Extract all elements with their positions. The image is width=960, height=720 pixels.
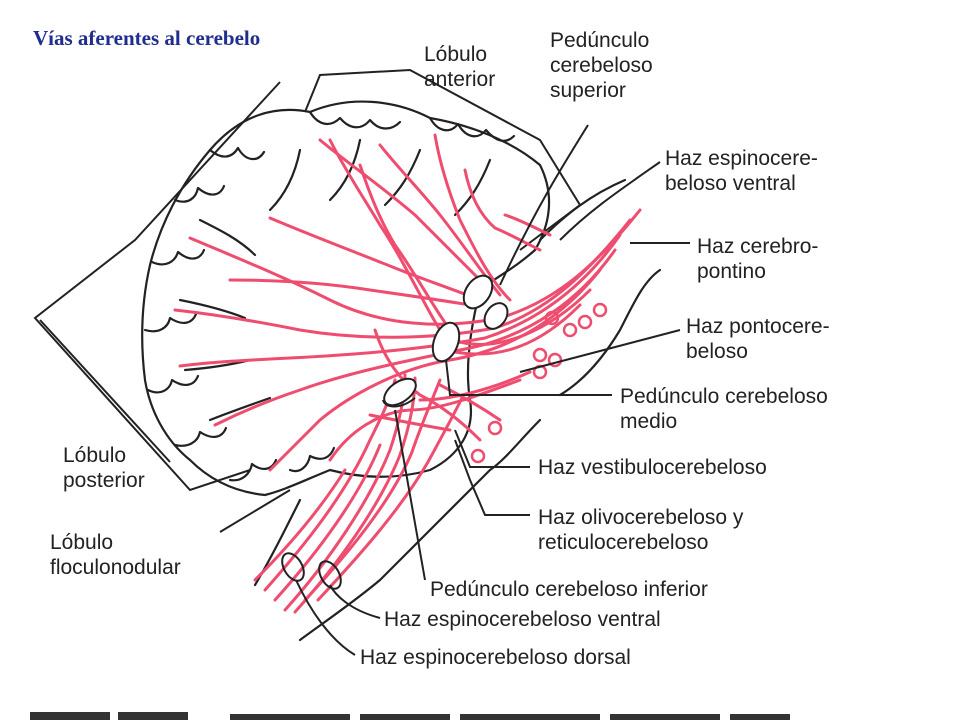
label-inferior-peduncle: Pedúnculo cerebeloso inferior	[430, 578, 708, 601]
cropped-caption	[30, 712, 790, 720]
peduncle-inferior	[382, 377, 417, 408]
leader-lines	[219, 124, 690, 656]
peduncle-middle	[431, 321, 461, 363]
label-ventral-spino-top: Haz espinocere-beloso ventral	[665, 147, 818, 195]
peduncle-superior	[462, 274, 509, 330]
label-cerebropontine: Haz cerebro-pontino	[697, 235, 819, 283]
lobe-brackets	[33, 68, 582, 492]
spinal-ellipses	[281, 552, 342, 590]
label-pontocerebellar: Haz pontocere-beloso	[686, 315, 830, 363]
afferent-fibers	[173, 133, 642, 614]
label-ventral-spino-bottom: Haz espinocerebeloso ventral	[384, 608, 661, 631]
label-dorsal-spino: Haz espinocerebeloso dorsal	[360, 646, 631, 669]
cerebellum-outline	[141, 100, 662, 642]
label-vestibulocerebellar: Haz vestibulocerebeloso	[538, 456, 767, 479]
slide-title: Vías aferentes al cerebelo	[33, 26, 261, 50]
nuclei	[470, 302, 608, 464]
